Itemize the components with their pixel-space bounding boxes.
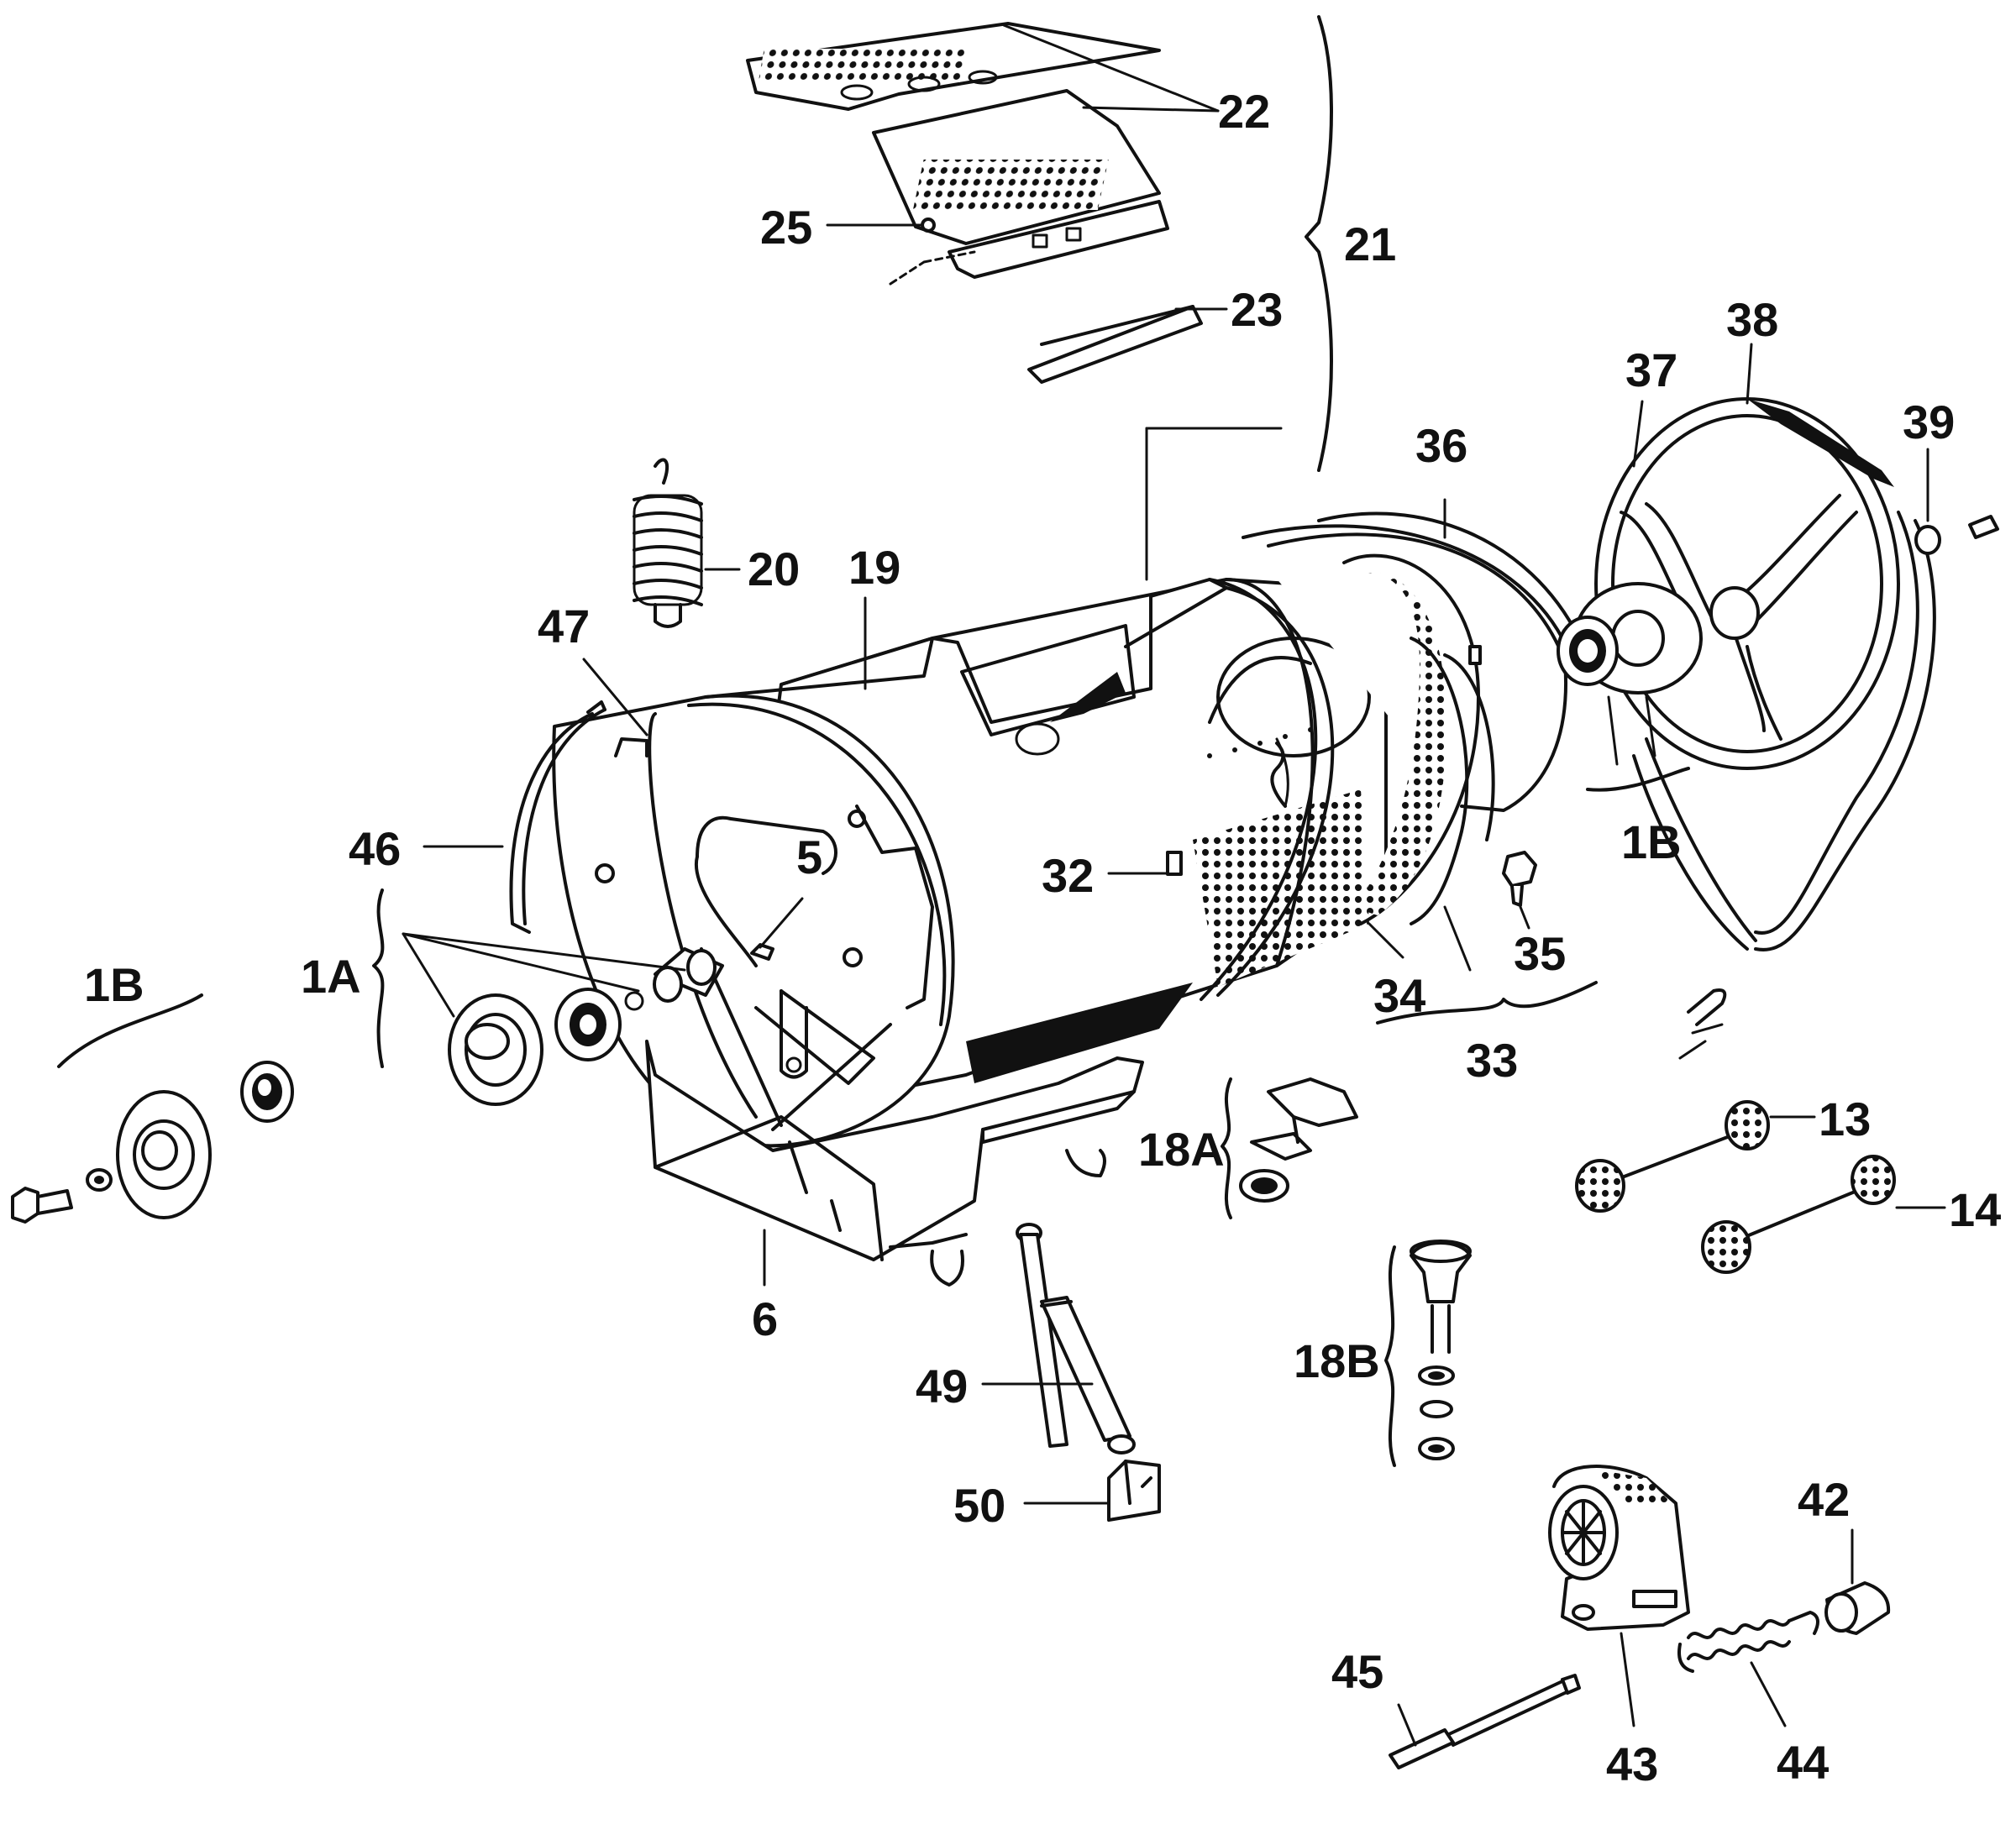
bearing-housing-1A [402,932,686,1106]
leader-drum-top [1145,427,1283,432]
pulley-hub-part-37 [1557,582,1703,766]
label-21: 21 [1344,218,1396,270]
bracket-part-50 [1023,1460,1161,1522]
dispenser-drawer-part-22 [872,89,1169,279]
leader-34 [1368,922,1404,959]
label-35: 35 [1514,927,1566,980]
label-43: 43 [1606,1738,1658,1790]
label-44: 44 [1777,1736,1829,1789]
part-23 [1027,305,1203,384]
leader-33 [1443,905,1472,972]
label-50: 50 [953,1479,1005,1532]
label-36: 36 [1415,419,1467,472]
label-45: 45 [1331,1645,1383,1698]
label-33: 33 [1466,1034,1518,1087]
label-19: 19 [848,541,900,594]
label-39: 39 [1903,396,1955,448]
label-22: 22 [1218,85,1270,138]
belt-tensioner-part-43 [1548,1465,1690,1727]
top-cover-part-22 [746,22,1161,111]
brace-33 [1376,981,1598,1025]
label-1B-right: 1B [1621,815,1682,868]
leader-38 [1746,343,1753,405]
label-49: 49 [916,1360,968,1413]
brace-18B [1384,1245,1396,1467]
washer-part-39 [1914,515,1999,555]
brace-1B-right [1586,767,1690,792]
label-1A: 1A [301,950,361,1003]
foot-part-18B [1410,1240,1472,1460]
brace-21 [1305,15,1333,472]
label-47: 47 [538,600,590,653]
leader-37 [1632,400,1644,468]
label-6: 6 [752,1292,778,1345]
wash-tub-assembly [509,578,1388,1287]
bracket-part-18A [1239,1077,1358,1203]
rod-part-13 [1575,1100,1816,1213]
label-38: 38 [1726,293,1778,346]
leader-22b [1082,106,1220,113]
label-18B: 18B [1294,1334,1380,1387]
label-20: 20 [748,542,800,595]
brace-1B-left [57,993,203,1068]
label-32: 32 [1042,849,1094,902]
label-18A: 18A [1138,1123,1225,1176]
clip [1687,988,1727,1026]
label-14: 14 [1949,1183,2001,1236]
brace-1A [372,888,385,1068]
shock-absorber-part-49 [981,1223,1136,1454]
spring-part-44 [1677,1611,1819,1727]
leader-35 [1519,905,1530,930]
label-1B-left: 1B [84,958,144,1011]
rod-part-14 [1701,1155,1946,1274]
rear-seal-parts-33-36 [1242,511,1581,925]
drum-pulley-part-38 [1594,397,1936,951]
leader-22a [1002,24,1220,113]
leader-47 [582,658,648,736]
label-25: 25 [760,201,812,254]
label-37: 37 [1625,343,1677,396]
shaft-part-45 [1389,1674,1581,1769]
label-13: 13 [1819,1093,1871,1145]
spring-part-20 [633,458,741,628]
leader-5 [759,897,804,949]
cap-part-42 [1824,1528,1891,1635]
label-42: 42 [1798,1473,1850,1526]
label-5: 5 [796,831,822,883]
label-23: 23 [1231,283,1283,336]
bearing-flange-1B-left [11,1061,294,1224]
label-34: 34 [1373,969,1425,1022]
label-46: 46 [349,822,401,875]
brace-18A [1221,1077,1232,1219]
